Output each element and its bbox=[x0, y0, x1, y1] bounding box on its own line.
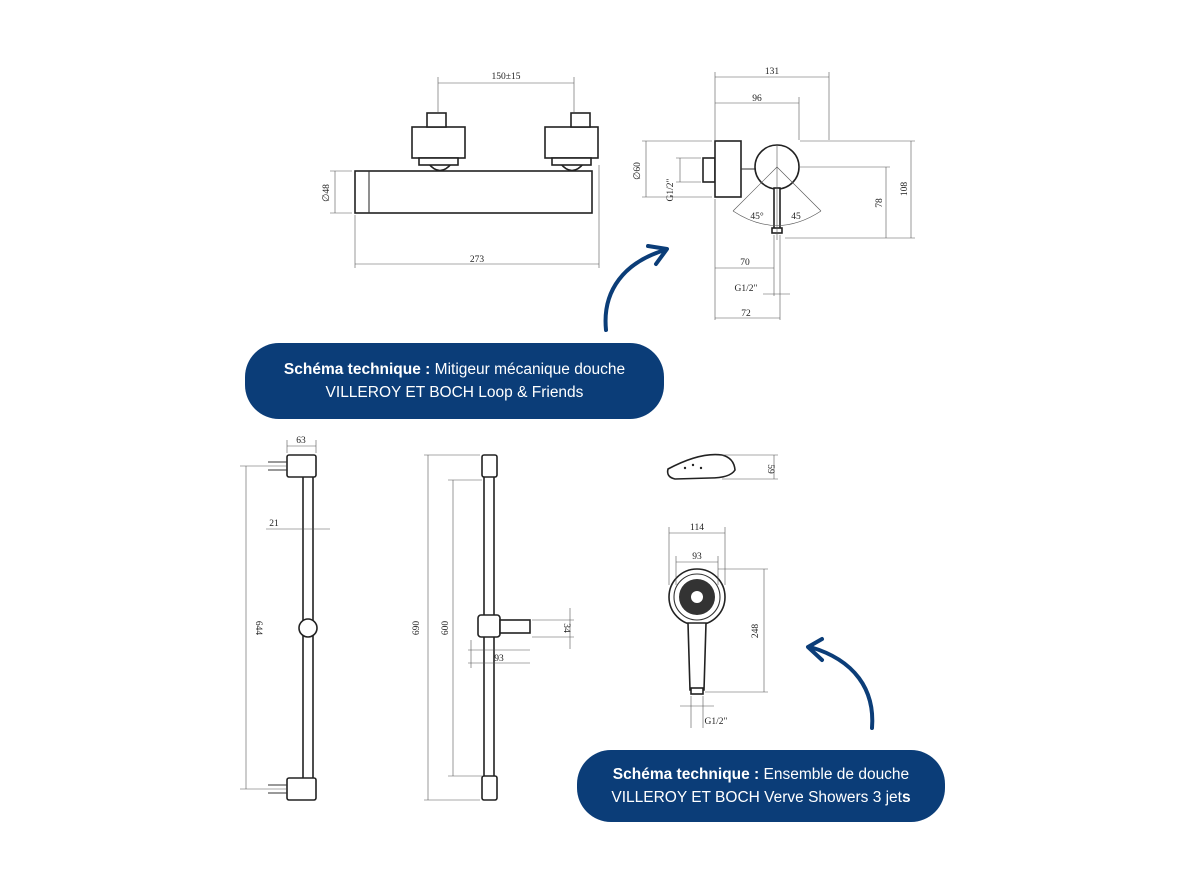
dim-248: 248 bbox=[751, 624, 761, 639]
callout-shower-line2-end: s bbox=[902, 789, 911, 806]
callout-mixer-bold: Schéma technique : bbox=[283, 361, 431, 378]
dim-63: 63 bbox=[296, 436, 306, 446]
dim-72: 72 bbox=[741, 309, 751, 319]
mixer-side-view: 131 96 ∅60 G1/2" 78 108 45° 45 70 G1/2" … bbox=[632, 67, 915, 320]
dim-70: 70 bbox=[740, 258, 750, 268]
dim-g12-shower: G1/2" bbox=[705, 717, 728, 727]
dim-60: ∅60 bbox=[632, 162, 643, 180]
dim-59: 59 bbox=[765, 464, 775, 474]
dim-93-shower: 93 bbox=[692, 552, 702, 562]
callout-shower-set: Schéma technique : Ensemble de douche VI… bbox=[577, 750, 945, 822]
dim-g12-bottom: G1/2" bbox=[735, 284, 758, 294]
dim-273: 273 bbox=[470, 255, 485, 265]
dim-131: 131 bbox=[765, 67, 780, 77]
dim-114: 114 bbox=[690, 523, 704, 533]
callout-shower-bold: Schéma technique : bbox=[612, 766, 760, 783]
dim-644: 644 bbox=[253, 621, 263, 636]
dim-45-right: 45 bbox=[791, 212, 801, 222]
arrow-to-handshower bbox=[806, 637, 875, 730]
callout-shower-line1: Ensemble de douche bbox=[763, 766, 910, 783]
mixer-front-view: 150±15 273 ∅48 bbox=[321, 72, 600, 268]
handshower-views: 59 114 93 248 G1/2" bbox=[666, 453, 778, 728]
dim-93-rail: 93 bbox=[494, 654, 504, 664]
callout-mixer-line1: Mitigeur mécanique douche bbox=[434, 361, 626, 378]
rail-side-view: 690 600 34 93 bbox=[412, 454, 574, 801]
dim-600: 600 bbox=[441, 621, 451, 636]
dim-45-left: 45° bbox=[750, 211, 764, 222]
dim-78: 78 bbox=[875, 198, 885, 208]
dim-21: 21 bbox=[269, 519, 279, 529]
dim-96: 96 bbox=[752, 94, 762, 104]
dim-g12-side: G1/2" bbox=[666, 178, 676, 201]
callout-mixer: Schéma technique : Mitigeur mécanique do… bbox=[245, 343, 664, 419]
arrow-to-mixer bbox=[603, 244, 669, 332]
dim-108: 108 bbox=[900, 182, 910, 197]
callout-shower-line2: VILLEROY ET BOCH Verve Showers 3 jet bbox=[611, 789, 902, 806]
dim-34: 34 bbox=[561, 623, 571, 633]
dim-48: ∅48 bbox=[321, 184, 332, 202]
rail-front-view: 63 21 644 bbox=[240, 436, 330, 801]
callout-mixer-line2: VILLEROY ET BOCH Loop & Friends bbox=[325, 384, 584, 401]
dim-150: 150±15 bbox=[492, 72, 521, 82]
dim-690: 690 bbox=[412, 621, 422, 636]
